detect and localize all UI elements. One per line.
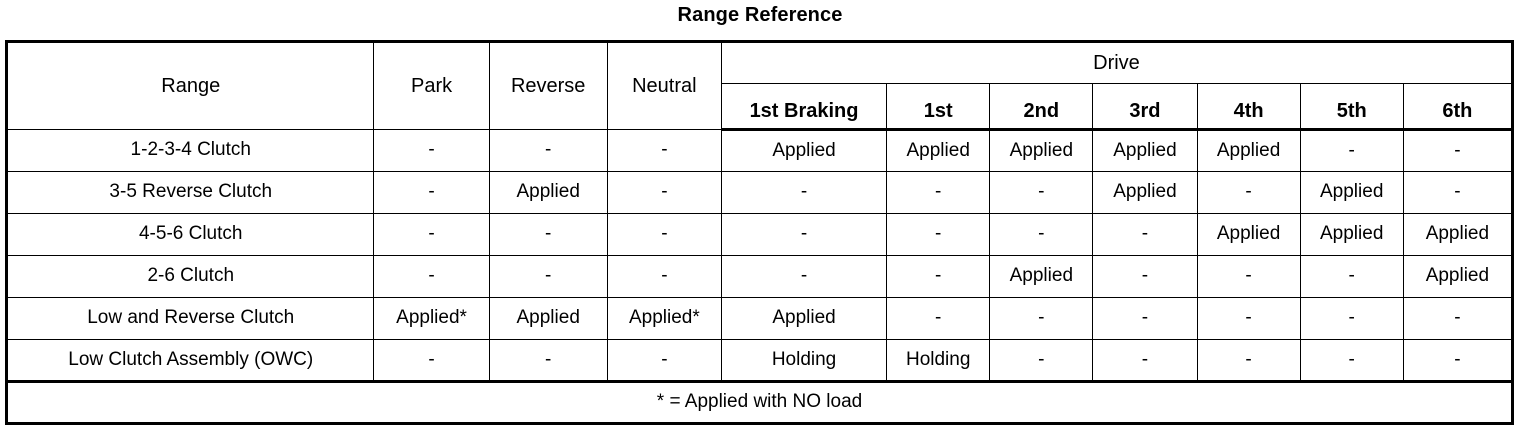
cell-2nd: - bbox=[989, 297, 1094, 340]
cell-6th: - bbox=[1402, 339, 1514, 382]
cell-1st: Applied bbox=[886, 129, 991, 172]
cell-6th: Applied bbox=[1402, 213, 1514, 256]
row-label: Low Clutch Assembly (OWC) bbox=[5, 339, 375, 382]
cell-5th: - bbox=[1299, 129, 1404, 172]
cell-1st-braking: Applied bbox=[720, 297, 888, 340]
cell-park: - bbox=[373, 213, 490, 256]
cell-5th: Applied bbox=[1299, 171, 1404, 214]
header-row-group: Range Park Reverse Neutral Drive bbox=[5, 41, 1514, 130]
cell-1st-braking: - bbox=[720, 171, 888, 214]
table-body: 1-2-3-4 Clutch - - - Applied Applied App… bbox=[5, 129, 1514, 424]
cell-2nd: - bbox=[989, 213, 1094, 256]
cell-6th: - bbox=[1402, 171, 1514, 214]
table-row: 3-5 Reverse Clutch - Applied - - - - App… bbox=[5, 171, 1514, 214]
cell-1st-braking: - bbox=[720, 213, 888, 256]
cell-reverse: - bbox=[488, 339, 608, 382]
row-label: 4-5-6 Clutch bbox=[5, 213, 375, 256]
row-label: Low and Reverse Clutch bbox=[5, 297, 375, 340]
column-header-neutral: Neutral bbox=[606, 41, 722, 130]
range-reference-table: Range Park Reverse Neutral Drive 1st Bra… bbox=[5, 40, 1514, 425]
column-header-4th: 4th bbox=[1196, 83, 1301, 131]
cell-1st: - bbox=[886, 213, 991, 256]
cell-3rd: - bbox=[1092, 297, 1198, 340]
cell-1st-braking: - bbox=[720, 255, 888, 298]
cell-neutral: - bbox=[606, 255, 722, 298]
cell-park: - bbox=[373, 255, 490, 298]
cell-3rd: - bbox=[1092, 339, 1198, 382]
cell-reverse: - bbox=[488, 213, 608, 256]
cell-neutral: Applied* bbox=[606, 297, 722, 340]
cell-reverse: - bbox=[488, 129, 608, 172]
table-row: Low and Reverse Clutch Applied* Applied … bbox=[5, 297, 1514, 340]
cell-5th: - bbox=[1299, 297, 1404, 340]
cell-6th: - bbox=[1402, 297, 1514, 340]
cell-1st-braking: Holding bbox=[720, 339, 888, 382]
cell-5th: - bbox=[1299, 339, 1404, 382]
row-label: 3-5 Reverse Clutch bbox=[5, 171, 375, 214]
cell-1st: - bbox=[886, 297, 991, 340]
cell-2nd: - bbox=[989, 171, 1094, 214]
column-header-reverse: Reverse bbox=[488, 41, 608, 130]
cell-5th: - bbox=[1299, 255, 1404, 298]
column-header-3rd: 3rd bbox=[1092, 83, 1198, 131]
cell-1st: Holding bbox=[886, 339, 991, 382]
table-footnote: * = Applied with NO load bbox=[6, 380, 1513, 424]
column-header-6th: 6th bbox=[1402, 83, 1514, 131]
cell-neutral: - bbox=[606, 171, 722, 214]
column-header-park: Park bbox=[373, 41, 490, 130]
table-header: Range Park Reverse Neutral Drive 1st Bra… bbox=[5, 41, 1514, 131]
cell-3rd: - bbox=[1092, 213, 1198, 256]
cell-1st-braking: Applied bbox=[720, 129, 888, 172]
table-row: 1-2-3-4 Clutch - - - Applied Applied App… bbox=[5, 129, 1514, 172]
cell-1st: - bbox=[886, 255, 991, 298]
cell-5th: Applied bbox=[1299, 213, 1404, 256]
cell-neutral: - bbox=[606, 213, 722, 256]
cell-reverse: - bbox=[488, 255, 608, 298]
column-header-2nd: 2nd bbox=[989, 83, 1094, 131]
footnote-row: * = Applied with NO load bbox=[6, 380, 1513, 424]
column-header-1st-braking: 1st Braking bbox=[720, 83, 888, 131]
cell-2nd: - bbox=[989, 339, 1094, 382]
cell-neutral: - bbox=[606, 129, 722, 172]
cell-4th: Applied bbox=[1196, 129, 1301, 172]
cell-park: - bbox=[373, 171, 490, 214]
cell-park: - bbox=[373, 129, 490, 172]
cell-6th: - bbox=[1402, 129, 1514, 172]
cell-reverse: Applied bbox=[488, 297, 608, 340]
column-header-5th: 5th bbox=[1299, 83, 1404, 131]
table-row: 4-5-6 Clutch - - - - - - - Applied Appli… bbox=[5, 213, 1514, 256]
cell-reverse: Applied bbox=[488, 171, 608, 214]
header-row-drive-subcolumns: 1st Braking 1st 2nd 3rd 4th 5th 6th bbox=[7, 83, 1514, 131]
column-header-range: Range bbox=[5, 41, 375, 130]
cell-1st: - bbox=[886, 171, 991, 214]
cell-2nd: Applied bbox=[989, 255, 1094, 298]
cell-4th: - bbox=[1196, 255, 1301, 298]
column-header-1st: 1st bbox=[886, 83, 991, 131]
cell-park: Applied* bbox=[373, 297, 490, 340]
cell-4th: - bbox=[1196, 171, 1301, 214]
cell-2nd: Applied bbox=[989, 129, 1094, 172]
page-title: Range Reference bbox=[677, 4, 843, 26]
row-label: 1-2-3-4 Clutch bbox=[5, 129, 375, 172]
cell-neutral: - bbox=[606, 339, 722, 382]
cell-3rd: - bbox=[1092, 255, 1198, 298]
row-label: 2-6 Clutch bbox=[5, 255, 375, 298]
cell-park: - bbox=[373, 339, 490, 382]
cell-4th: - bbox=[1196, 297, 1301, 340]
cell-4th: - bbox=[1196, 339, 1301, 382]
cell-3rd: Applied bbox=[1092, 171, 1198, 214]
table-row: 2-6 Clutch - - - - - Applied - - - Appli… bbox=[5, 255, 1514, 298]
column-group-header-drive: Drive bbox=[720, 41, 1514, 84]
cell-6th: Applied bbox=[1402, 255, 1514, 298]
cell-3rd: Applied bbox=[1092, 129, 1198, 172]
table-row: Low Clutch Assembly (OWC) - - - Holding … bbox=[5, 339, 1514, 382]
cell-4th: Applied bbox=[1196, 213, 1301, 256]
